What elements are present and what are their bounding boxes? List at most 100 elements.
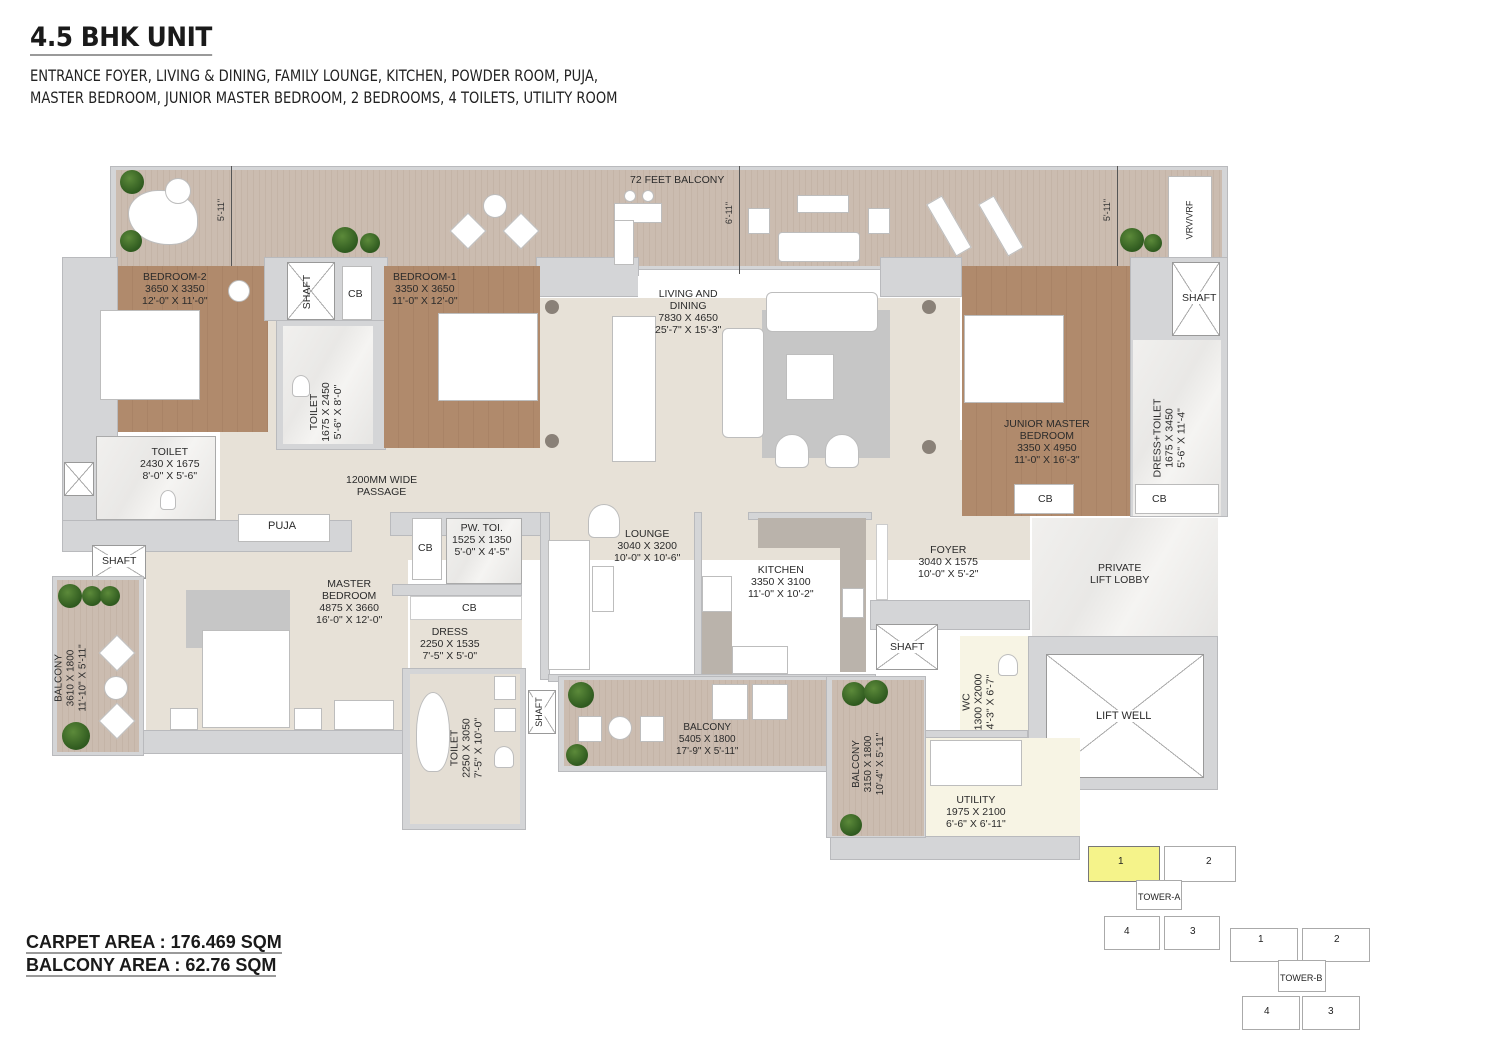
plant-icon [1144,234,1162,252]
cb-junior [1014,484,1074,514]
storage-icon [752,684,788,720]
coffee-table-icon [797,195,849,213]
bar-counter-icon [614,203,662,223]
nightstand-icon [294,708,322,730]
armchair-icon [588,504,620,538]
carpet-area: CARPET AREA : 176.469 SQM [26,932,282,954]
cb-master [412,518,442,580]
tower-a-core [1136,880,1182,910]
basin-icon [494,676,516,700]
plant-icon [62,722,90,750]
balcony-area: BALCONY AREA : 62.76 SQM [26,955,277,977]
plant-icon [360,233,380,253]
bar-stool-icon [642,190,654,202]
hob-icon [842,588,864,618]
lift-well-label: LIFT WELL [1096,710,1152,722]
armchair-icon [748,208,770,234]
tower-a-unit-4 [1104,916,1160,950]
page-title: 4.5 BHK UNIT [30,22,212,56]
tower-b-unit-1-label: 1 [1258,934,1264,945]
tower-a-unit-2 [1164,846,1236,882]
nightstand-icon [170,708,198,730]
coffee-table-icon [592,566,614,612]
tower-a-unit-3-label: 3 [1190,926,1196,937]
features-line-2: MASTER BEDROOM, JUNIOR MASTER BEDROOM, 2… [30,88,618,107]
desk-icon [334,700,394,730]
toilet-bedroom-2 [96,436,216,520]
tower-b-unit-2 [1302,928,1370,962]
plant-icon [840,814,862,836]
tower-b-unit-2-label: 2 [1334,934,1340,945]
dim-2: 6'-11" [724,201,735,225]
bed-icon [100,310,200,400]
armchair-icon [775,434,809,468]
basin-icon [494,708,516,732]
top-balcony-label: 72 FEET BALCONY [630,174,725,186]
sofa-icon [766,292,878,332]
cb-label: CB [462,602,477,614]
sink-icon [732,646,788,674]
dim-1: 5'-11" [216,198,227,222]
armchair-icon [868,208,890,234]
wall [392,584,522,596]
cb-label: CB [1038,493,1053,505]
cb-label: CB [418,542,433,554]
tower-b-label: TOWER-B [1280,973,1323,983]
armchair-icon [578,716,602,742]
bed-icon [438,313,538,401]
plant-icon [120,230,142,252]
column-icon [922,300,936,314]
wc-icon [160,490,176,510]
plant-icon [82,586,102,606]
wc-icon [998,654,1018,676]
shaft-label: SHAFT [890,641,925,653]
tower-a-unit-2-label: 2 [1206,856,1212,867]
plant-icon [566,744,588,766]
plant-icon [1120,228,1144,252]
tower-b-unit-4 [1242,996,1300,1030]
column-icon [545,434,559,448]
outdoor-sofa-icon [778,232,860,262]
washer-icon [930,740,1022,786]
coffee-table-icon [786,354,834,400]
bed-icon [202,630,290,728]
wc-icon [292,375,310,397]
plant-icon [332,227,358,253]
wc-room [960,636,1028,732]
balcony-utility-deck [832,680,924,836]
wall [830,836,1080,860]
plant-icon [568,682,594,708]
bar-stool-icon [624,190,636,202]
dim-3: 5'-11" [1102,198,1113,222]
wall [140,730,410,754]
shaft-label: SHAFT [532,697,545,727]
tower-a-unit-1 [1088,846,1160,882]
desk-chair-icon [228,280,250,302]
column-icon [545,300,559,314]
shaft-label: SHAFT [102,555,137,567]
armchair-icon [825,434,859,468]
tower-a-label: TOWER-A [1138,892,1181,902]
tower-a-unit-3 [1164,916,1220,950]
shaft-label: SHAFT [1182,292,1217,304]
shaft-1-label: SHAFT [301,274,314,310]
sofa-icon [548,540,590,670]
wc-icon [494,746,514,768]
cb-label: CB [1152,493,1167,505]
kitchen-counter [702,612,732,674]
armchair-icon [640,716,664,742]
cb-label: CB [348,288,363,300]
powder-toilet [446,518,522,584]
tower-a-unit-1-label: 1 [1118,856,1124,867]
